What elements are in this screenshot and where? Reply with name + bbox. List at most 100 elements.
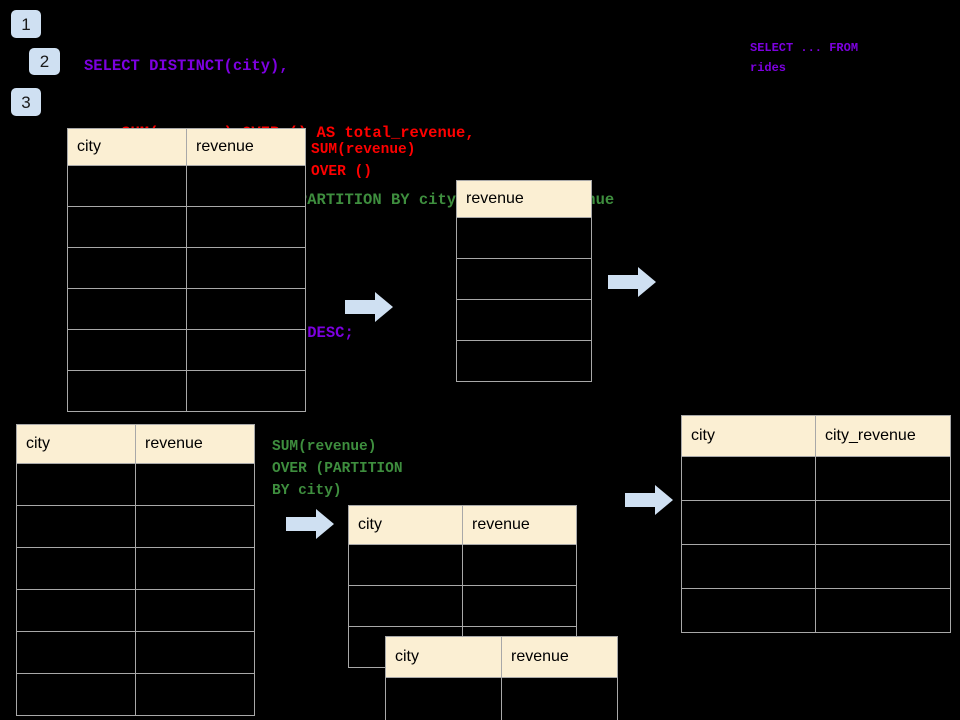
cell-revenue (456, 340, 592, 382)
result-table: city city_revenue (681, 415, 951, 633)
arrow-source-to-partition-icon (286, 508, 334, 540)
annotation-city-revenue: SUM(revenue) OVER (PARTITION BY city) (272, 439, 403, 499)
cell-city (16, 547, 136, 590)
cell-revenue (186, 247, 306, 289)
cell-revenue (135, 547, 255, 590)
table-row (16, 589, 255, 632)
cell-revenue (135, 463, 255, 506)
step-badge-3-label: 3 (21, 92, 31, 112)
column-header-revenue: revenue (462, 505, 577, 545)
step-badge-1: 1 (11, 10, 41, 38)
cell-city (348, 544, 463, 586)
cell-city (16, 673, 136, 716)
sql-side-note: SELECT ... FROM rides (750, 41, 859, 75)
table-row (348, 585, 577, 627)
cell-city (385, 677, 502, 720)
table-header-row: city revenue (67, 128, 306, 166)
cell-city (67, 206, 187, 248)
table-row (348, 544, 577, 586)
sql-line-select: SELECT DISTINCT(city), (84, 57, 289, 76)
cell-city (681, 456, 816, 501)
cell-city-revenue (815, 500, 951, 545)
cell-revenue (135, 631, 255, 674)
table-header-row: city revenue (385, 636, 618, 678)
cell-city (16, 463, 136, 506)
arrow-source-to-total-icon (345, 291, 393, 323)
cell-city (16, 505, 136, 548)
cell-city (67, 165, 187, 207)
cell-city-revenue (815, 456, 951, 501)
table-row (16, 673, 255, 716)
table-header-row: revenue (456, 180, 592, 218)
table-row (456, 299, 592, 341)
cell-revenue (462, 585, 577, 627)
table-row (385, 677, 618, 720)
table-row (456, 258, 592, 300)
table-row (681, 588, 951, 633)
table-row (681, 456, 951, 501)
column-header-revenue: revenue (501, 636, 618, 678)
annotation-total-revenue: SUM(revenue) OVER () (311, 142, 416, 180)
step-badge-3: 3 (11, 88, 41, 116)
cell-revenue (186, 165, 306, 207)
table-header-row: city revenue (16, 424, 255, 464)
cell-revenue (456, 299, 592, 341)
cell-city (681, 588, 816, 633)
table-row (16, 505, 255, 548)
table-row (16, 631, 255, 674)
column-header-revenue: revenue (186, 128, 306, 166)
partition-table-a: city revenue (348, 505, 577, 668)
table-row (681, 500, 951, 545)
table-row (456, 217, 592, 259)
cell-city (67, 288, 187, 330)
table-header-row: city city_revenue (681, 415, 951, 457)
partition-table-b: city revenue (385, 636, 618, 720)
table-row (67, 165, 306, 207)
arrow-total-to-result-icon (608, 266, 656, 298)
cell-revenue (135, 673, 255, 716)
cell-revenue (135, 505, 255, 548)
cell-revenue (456, 258, 592, 300)
cell-revenue (186, 329, 306, 371)
cell-revenue (135, 589, 255, 632)
column-header-city: city (681, 415, 816, 457)
cell-city (681, 544, 816, 589)
cell-city (348, 585, 463, 627)
table-row (681, 544, 951, 589)
column-header-revenue: revenue (135, 424, 255, 464)
table-header-row: city revenue (348, 505, 577, 545)
cell-city (67, 370, 187, 412)
step-badge-2: 2 (29, 48, 60, 75)
cell-city (16, 589, 136, 632)
column-header-revenue: revenue (456, 180, 592, 218)
rides-source-table-lower: city revenue (16, 424, 255, 716)
cell-revenue (186, 288, 306, 330)
cell-revenue (456, 217, 592, 259)
column-header-city: city (16, 424, 136, 464)
cell-city (67, 329, 187, 371)
cell-city-revenue (815, 588, 951, 633)
table-row (456, 340, 592, 382)
table-row (67, 329, 306, 371)
table-row (67, 206, 306, 248)
arrow-partition-to-result-icon (625, 484, 673, 516)
cell-revenue (501, 677, 618, 720)
table-row (16, 547, 255, 590)
column-header-city-revenue: city_revenue (815, 415, 951, 457)
cell-city (67, 247, 187, 289)
table-row (67, 288, 306, 330)
column-header-city: city (348, 505, 463, 545)
cell-revenue (186, 206, 306, 248)
table-row (67, 247, 306, 289)
cell-city-revenue (815, 544, 951, 589)
table-row (16, 463, 255, 506)
column-header-city: city (385, 636, 502, 678)
rides-source-table: city revenue (67, 128, 306, 412)
cell-revenue (186, 370, 306, 412)
cell-city (681, 500, 816, 545)
cell-revenue (462, 544, 577, 586)
step-badge-1-label: 1 (21, 14, 31, 34)
table-row (67, 370, 306, 412)
cell-city (16, 631, 136, 674)
